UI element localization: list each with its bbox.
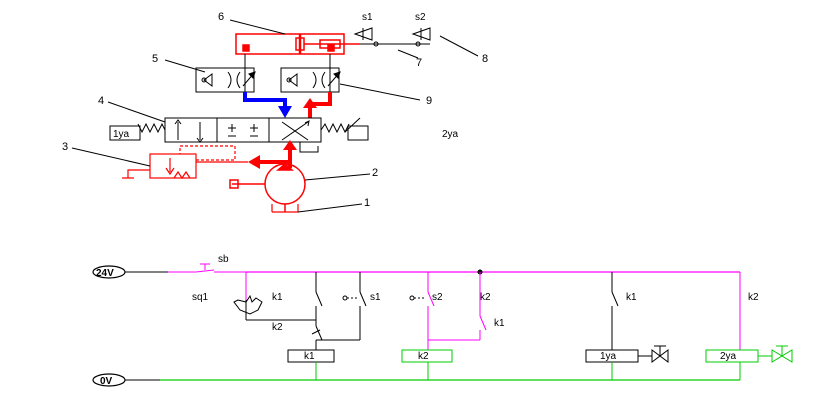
k2-nc-label: k2 [272, 322, 283, 333]
coil-k2-label: k2 [418, 351, 429, 362]
pump [229, 162, 306, 212]
contact-s2 [409, 291, 435, 307]
hydraulic-circuit: s1 s2 [62, 11, 488, 213]
k2-rung5-label: k2 [748, 292, 759, 303]
callout-8: 8 [482, 53, 488, 65]
directional-valve [109, 117, 369, 143]
s2-contact-label: s2 [432, 292, 443, 303]
solenoid-1ya-label: 1ya [113, 129, 130, 140]
callout-2: 2 [372, 167, 378, 179]
k2-hold-label: k2 [480, 292, 491, 303]
callout-1: 1 [364, 197, 370, 209]
ladder-diagram: 24V sb sq1 k1 [92, 254, 793, 387]
s1-label: s1 [362, 12, 373, 23]
coil-1ya-label: 1ya [600, 351, 617, 362]
cylinder [235, 33, 360, 55]
valve-1ya-icon [638, 345, 669, 363]
rail-24v-label: 24V [96, 268, 114, 279]
contact-k1-hold [315, 291, 323, 307]
limit-switch-s1 [353, 27, 373, 41]
throttle-check-valve-left [195, 67, 256, 93]
k1-rung3-label: k1 [494, 318, 505, 329]
sq1-label: sq1 [192, 292, 209, 303]
callout-3: 3 [62, 141, 68, 153]
limit-switch-sq1 [233, 294, 263, 315]
throttle-check-valve-right [280, 67, 341, 93]
coil-k1-label: k1 [304, 351, 315, 362]
k1-rung4-label: k1 [626, 292, 637, 303]
contact-k2-hold [479, 315, 487, 331]
valve-2ya-icon [758, 345, 793, 363]
k1-hold-label: k1 [272, 292, 283, 303]
callout-6: 6 [218, 11, 224, 23]
limit-switch-s2 [411, 27, 431, 41]
sb-label: sb [218, 254, 229, 265]
solenoid-2ya-label: 2ya [442, 129, 459, 140]
coil-2ya-label: 2ya [720, 351, 737, 362]
contact-k1-rung4 [611, 291, 619, 307]
s1-contact-label: s1 [370, 292, 381, 303]
contact-k2-nc [311, 325, 323, 341]
callout-7: 7 [416, 57, 422, 69]
rail-0v-label: 0V [100, 376, 113, 387]
s2-label: s2 [415, 12, 426, 23]
rail-0v: 0V [92, 373, 126, 387]
start-button-sb [168, 263, 246, 273]
coil-k1 [287, 349, 335, 363]
callout-4: 4 [98, 95, 104, 107]
rail-24v: 24V [92, 265, 126, 279]
contact-s1 [342, 291, 367, 307]
callout-9: 9 [426, 95, 432, 107]
coil-k2 [401, 349, 453, 363]
callout-5: 5 [152, 53, 158, 65]
